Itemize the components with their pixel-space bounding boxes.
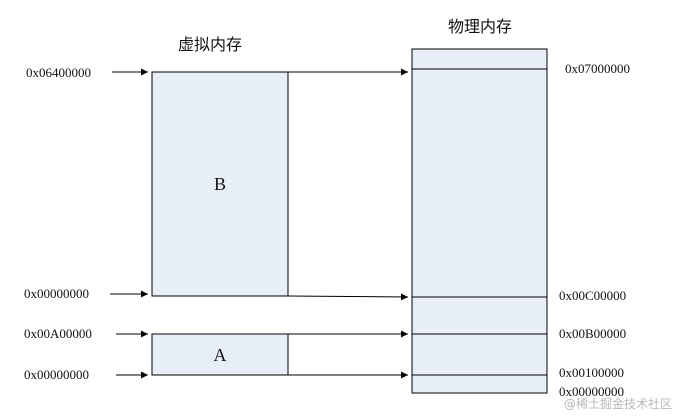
physical-address-00c00000: 0x00C00000 — [559, 288, 626, 303]
watermark-text: @稀土掘金技术社区 — [564, 396, 672, 411]
physical-address-00b00000: 0x00B00000 — [559, 326, 626, 341]
virtual-address-b-top: 0x06400000 — [26, 65, 91, 80]
virtual-address-a-top: 0x00A00000 — [24, 326, 92, 341]
virtual-block-a — [151, 333, 289, 376]
virtual-address-b-bottom: 0x00000000 — [24, 286, 89, 301]
physical-memory-column — [411, 48, 548, 394]
mapping-arrow-b-bottom — [287, 293, 409, 301]
virtual-block-b-label: B — [214, 174, 226, 194]
physical-address-07000000: 0x07000000 — [565, 61, 630, 76]
virtual-block-a-label: A — [214, 345, 227, 365]
physical-memory-title: 物理内存 — [448, 17, 512, 36]
virtual-block-b — [151, 71, 289, 297]
virtual-address-a-bottom: 0x00000000 — [24, 367, 89, 382]
virtual-memory-title: 虚拟内存 — [178, 35, 242, 54]
physical-address-00100000: 0x00100000 — [559, 365, 624, 380]
physical-address-00000000: 0x00000000 — [559, 384, 624, 399]
